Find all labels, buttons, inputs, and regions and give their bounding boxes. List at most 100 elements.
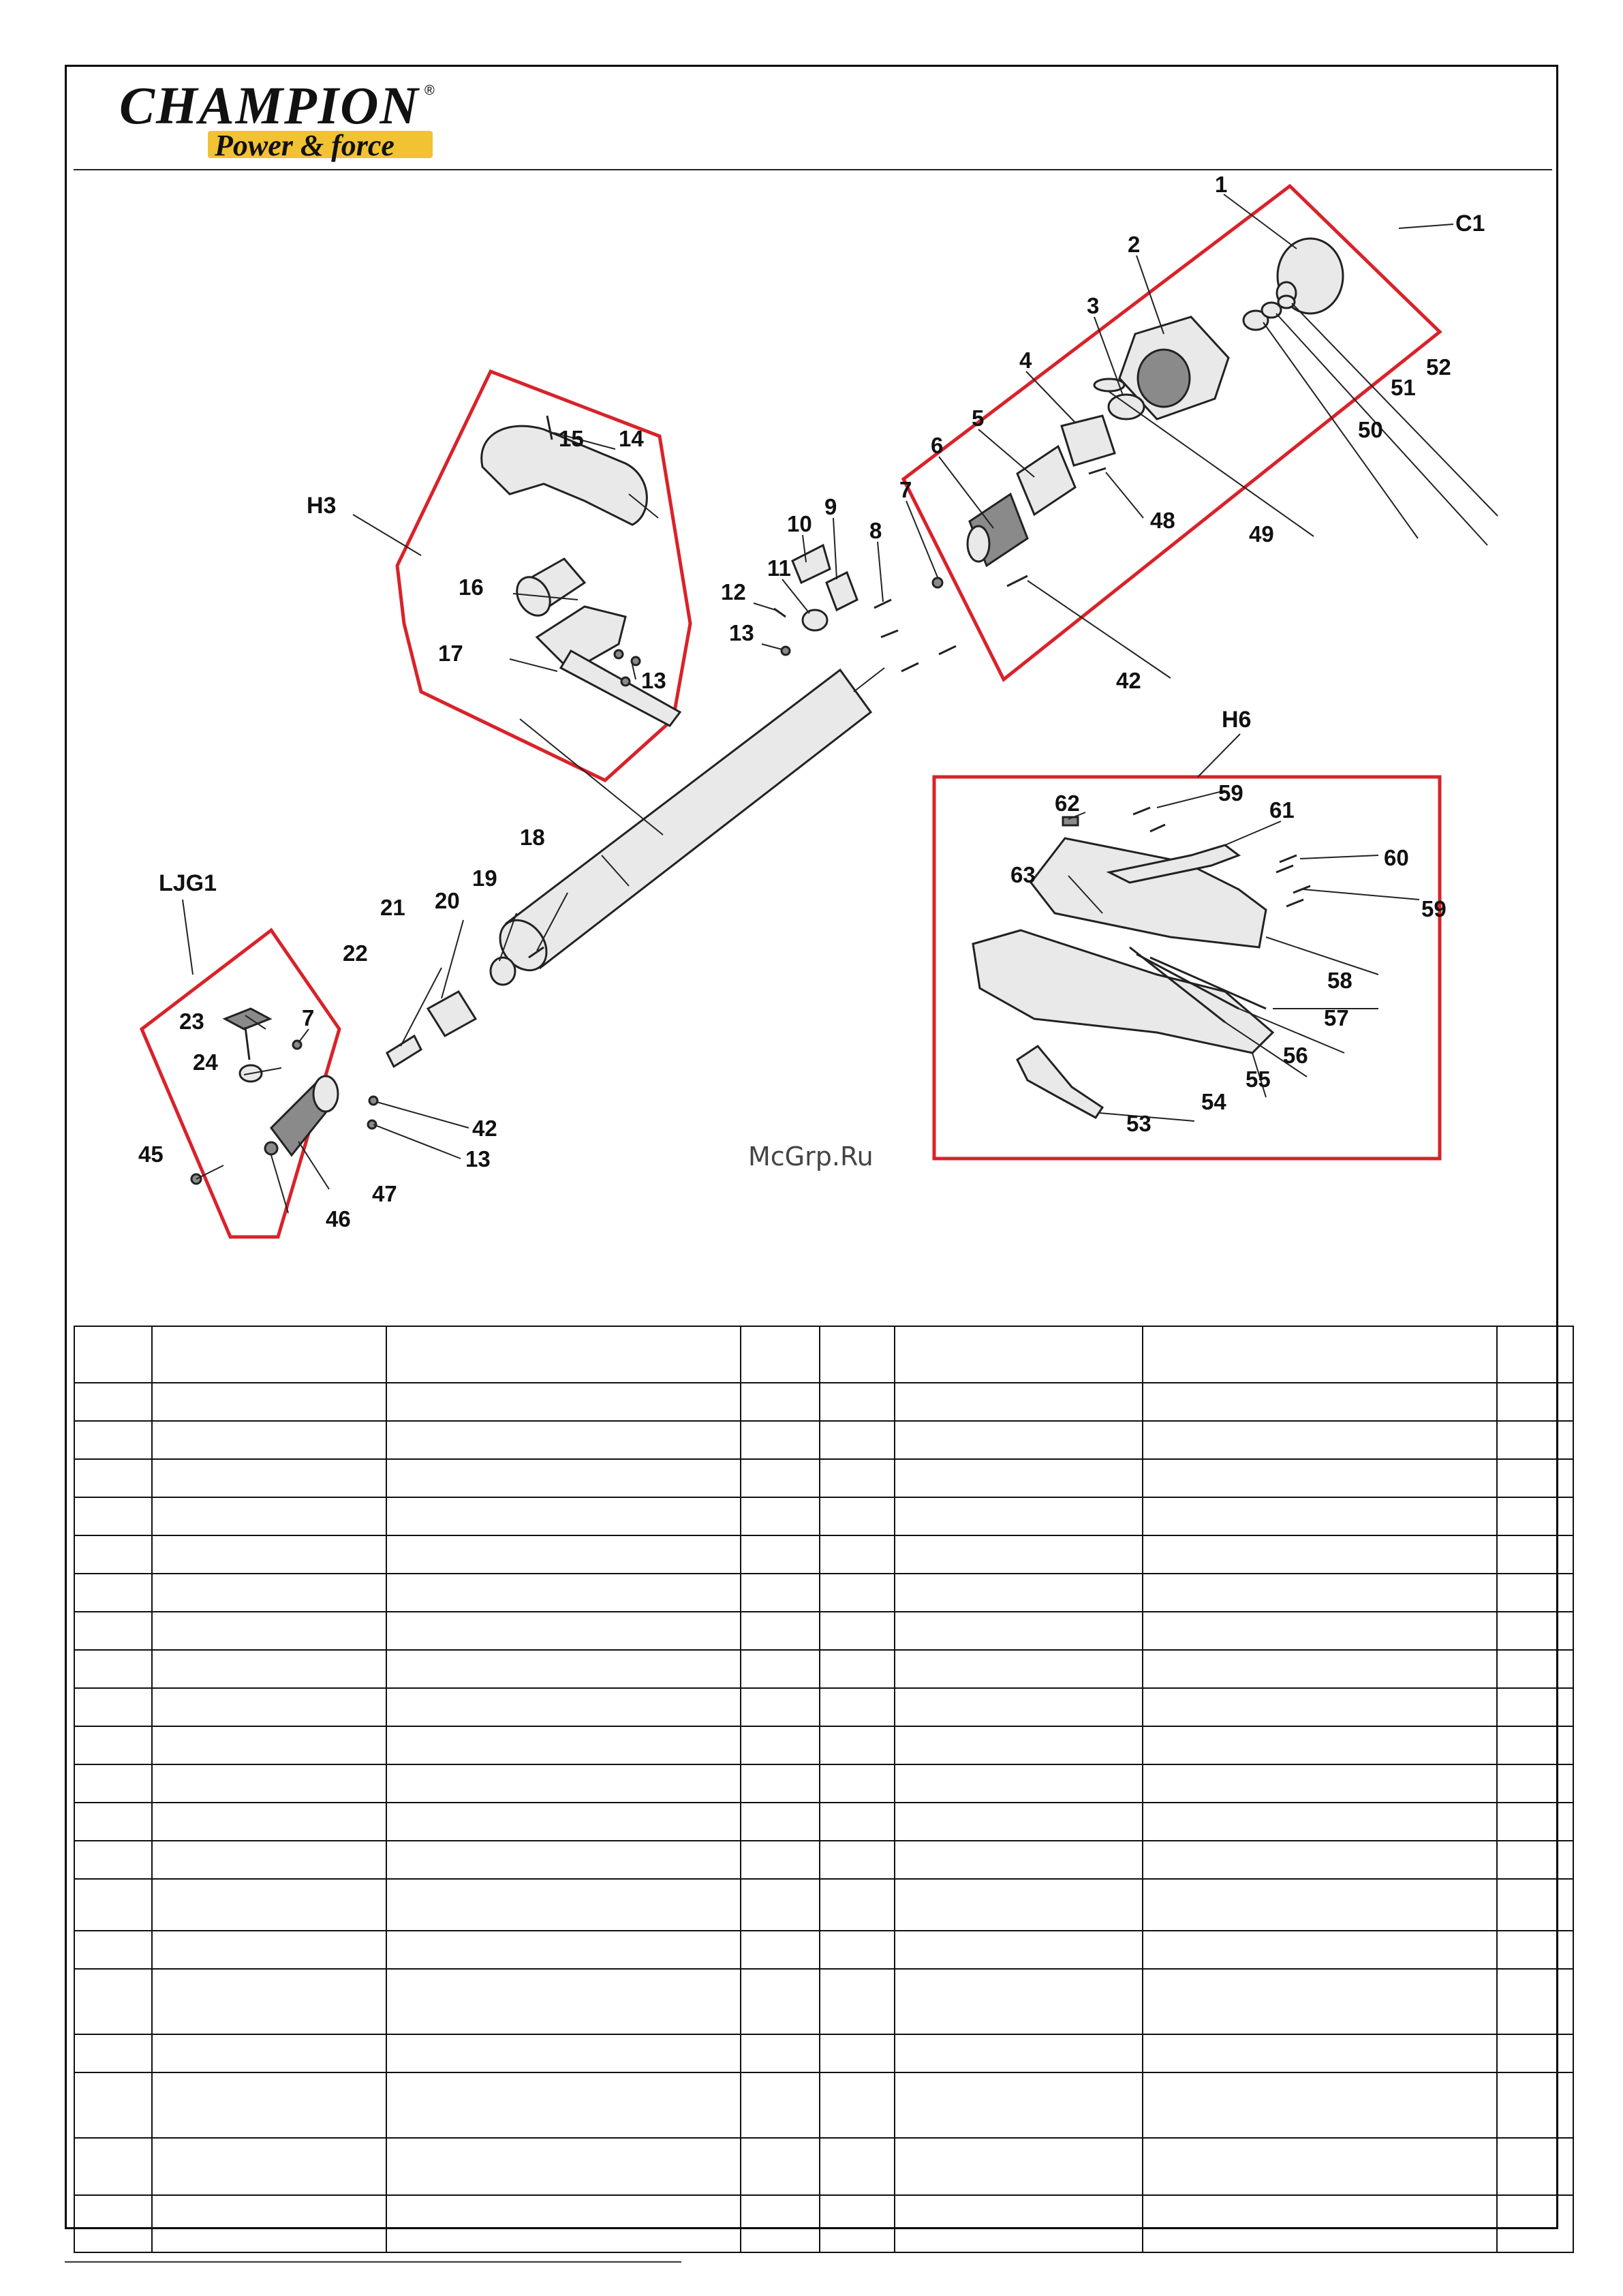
table-cell — [1142, 1840, 1498, 1880]
table-cell — [1142, 1611, 1498, 1651]
group-box-h6 — [932, 775, 1442, 1161]
table-cell — [386, 2137, 741, 2196]
table-cell — [386, 1930, 741, 1970]
table-cell — [740, 1968, 820, 2035]
table-cell — [1142, 1497, 1498, 1536]
table-row — [74, 1382, 1574, 1422]
table-row — [74, 1726, 1574, 1765]
part-7-nut — [931, 577, 944, 589]
callout-23: 23 — [179, 1009, 204, 1034]
table-cell — [894, 2034, 1143, 2073]
callout-52: 52 — [1426, 354, 1451, 380]
table-row — [74, 1458, 1574, 1498]
callout-10: 10 — [787, 511, 812, 536]
table-cell — [386, 1535, 741, 1574]
callout-16: 16 — [459, 575, 484, 600]
callout-48: 48 — [1150, 508, 1175, 533]
table-cell — [74, 2034, 153, 2073]
table-cell — [740, 2137, 820, 2196]
part-61-trigger — [1106, 844, 1241, 884]
callout-42b: 42 — [472, 1116, 497, 1141]
table-cell — [151, 1326, 387, 1383]
part-59-screw — [1132, 806, 1151, 816]
table-row — [74, 1840, 1574, 1880]
table-cell — [894, 1930, 1143, 1970]
part-6-coupler — [966, 492, 1029, 568]
callout-42: 42 — [1116, 668, 1141, 693]
table-cell — [386, 2194, 741, 2253]
table-row — [74, 1649, 1574, 1689]
table-cell — [74, 1649, 153, 1689]
table-row — [74, 1326, 1574, 1383]
callout-58: 58 — [1327, 968, 1352, 993]
table-cell — [819, 1764, 895, 1803]
callout-54: 54 — [1201, 1089, 1226, 1114]
table-cell — [386, 1764, 741, 1803]
table-cell — [1496, 1326, 1574, 1383]
table-cell — [819, 2072, 895, 2139]
callout-13: 13 — [729, 620, 754, 645]
table-cell — [74, 1764, 153, 1803]
table-cell — [740, 1802, 820, 1841]
table-cell — [1496, 2072, 1574, 2139]
exploded-parts-diagram: C1 H3 H6 LJG1 — [138, 174, 1498, 1239]
table-cell — [819, 1649, 895, 1689]
table-cell — [74, 1611, 153, 1651]
callout-50: 50 — [1358, 417, 1383, 442]
table-cell — [74, 1840, 153, 1880]
table-cell — [74, 1458, 153, 1498]
table-cell — [1142, 1649, 1498, 1689]
table-cell — [819, 1420, 895, 1460]
table-cell — [151, 1458, 387, 1498]
table-cell — [1496, 1878, 1574, 1931]
footer-divider — [65, 2261, 681, 2263]
logo-slogan: Power & force — [215, 129, 395, 162]
table-row — [74, 1802, 1574, 1841]
table-cell — [819, 1611, 895, 1651]
table-cell — [740, 1573, 820, 1612]
table-cell — [151, 1687, 387, 1727]
table-cell — [1496, 1611, 1574, 1651]
part-54-handle-shell — [972, 929, 1275, 1054]
table-cell — [894, 1878, 1143, 1931]
table-cell — [1142, 1326, 1498, 1383]
table-cell — [894, 2137, 1143, 2196]
table-cell — [1142, 1382, 1498, 1422]
part-9-clip — [825, 570, 859, 612]
table-row — [74, 2034, 1574, 2073]
table-row — [74, 1968, 1574, 2035]
part-23-knob — [222, 1007, 273, 1060]
group-tag-c1: C1 — [1455, 211, 1485, 236]
part-13b-nut — [367, 1119, 377, 1130]
table-cell — [1496, 2034, 1574, 2073]
table-cell — [151, 1930, 387, 1970]
callout-2: 2 — [1128, 232, 1140, 257]
table-cell — [740, 2072, 820, 2139]
table-cell — [151, 2072, 387, 2139]
table-cell — [1142, 1535, 1498, 1574]
table-cell — [386, 1840, 741, 1880]
table-row — [74, 2072, 1574, 2139]
callout-12: 12 — [721, 579, 746, 604]
callout-4: 4 — [1019, 348, 1032, 373]
part-52-circlip — [1277, 294, 1296, 309]
part-42-screw — [1006, 575, 1028, 587]
table-cell — [386, 1649, 741, 1689]
table-cell — [386, 1611, 741, 1651]
table-cell — [386, 1878, 741, 1931]
table-cell — [740, 1649, 820, 1689]
table-cell — [1142, 2137, 1498, 2196]
table-cell — [74, 2072, 153, 2139]
part-15-bolt — [546, 415, 553, 440]
table-cell — [1142, 2072, 1498, 2139]
table-cell — [386, 1326, 741, 1383]
callout-15: 15 — [559, 426, 584, 451]
part-3-ring — [1107, 393, 1145, 420]
callout-1: 1 — [1215, 174, 1227, 197]
table-cell — [1496, 1687, 1574, 1727]
table-cell — [151, 1382, 387, 1422]
leader-lines — [196, 194, 1498, 1214]
table-cell — [1142, 1930, 1498, 1970]
table-cell — [894, 1649, 1143, 1689]
table-cell — [151, 2137, 387, 2196]
